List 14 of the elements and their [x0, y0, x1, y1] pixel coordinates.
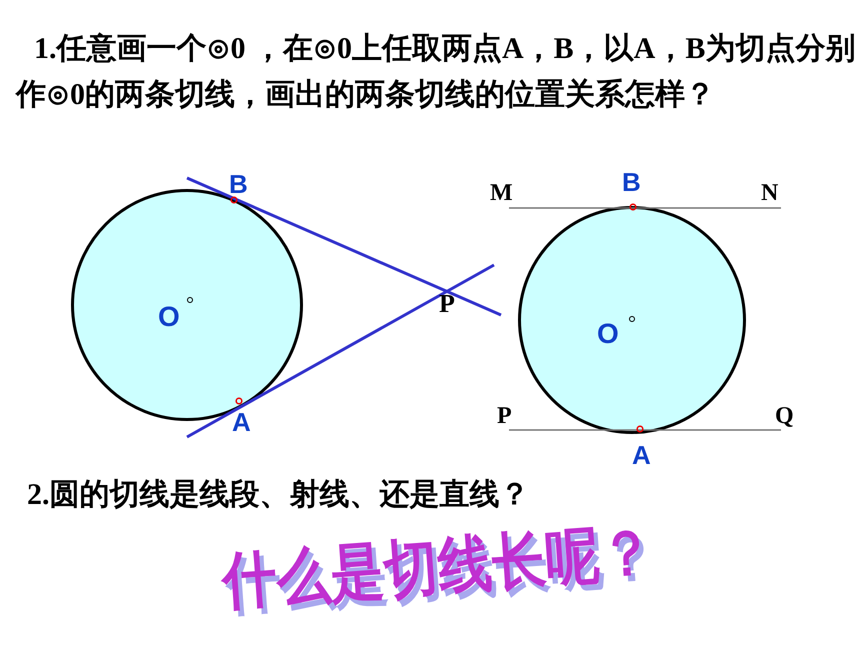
point-label: A [632, 442, 651, 468]
point-label: B [622, 169, 641, 195]
wordart-text: 什么是切线长呢？ [220, 520, 656, 614]
point-label: M [490, 181, 513, 205]
point-label: B [229, 171, 248, 197]
center-label: O [597, 320, 619, 348]
point-label: Q [775, 404, 794, 428]
point-label: A [232, 409, 251, 435]
center-label: O [158, 303, 180, 331]
point-label: N [761, 181, 778, 205]
point-label: P [497, 404, 512, 428]
question-text: 1.任意画一个⊙0 ，在⊙0上任取两点A，B，以A，B为切点分别作⊙0的两条切线，画出的两条切线的位置关系怎样？ [16, 31, 856, 113]
point-label: P [439, 291, 455, 317]
question-text: 2.圆的切线是线段、射线、还是直线？ [27, 477, 530, 513]
